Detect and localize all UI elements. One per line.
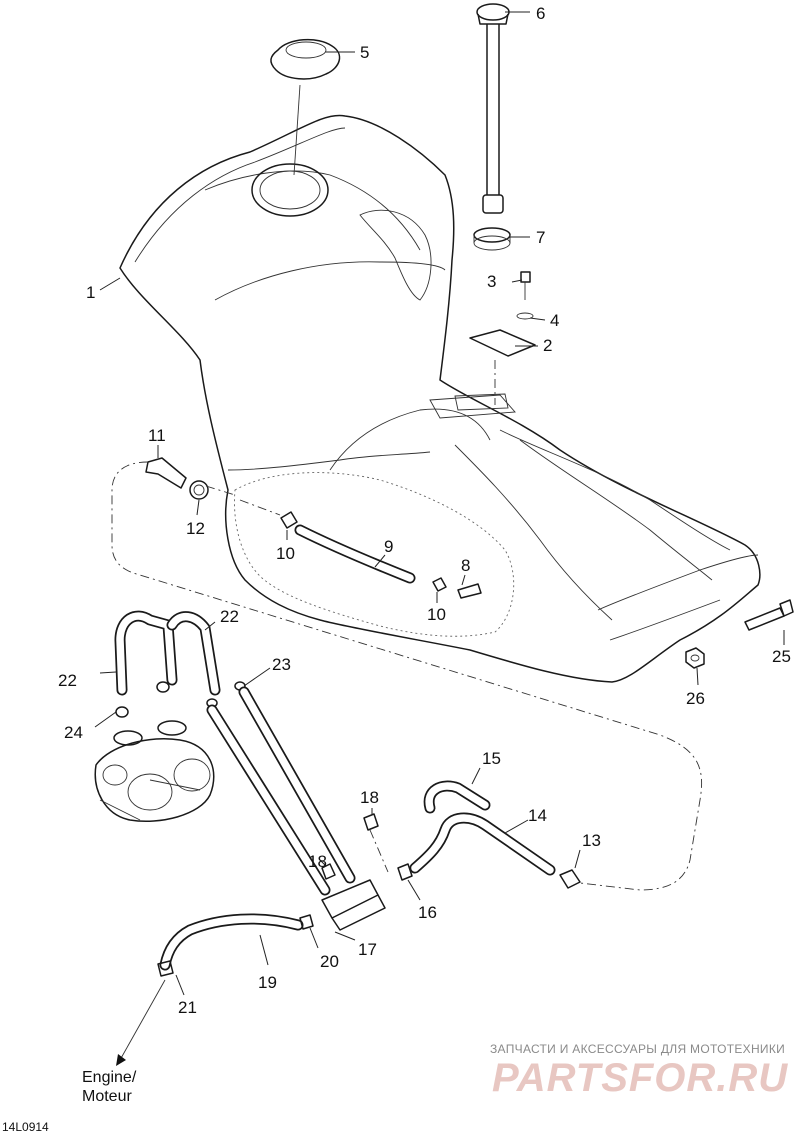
- callout-16: 16: [418, 903, 437, 922]
- callout-23: 23: [272, 655, 291, 674]
- callout-22b: 22: [58, 671, 77, 690]
- fuel-tank-seat-assembly: [119, 114, 761, 683]
- carburetor-assembly: [94, 610, 246, 822]
- assembly-dashed-outlines: [111, 461, 703, 891]
- callout-7: 7: [536, 228, 545, 247]
- watermark-brand-logo: PARTSFOR.RU: [492, 1056, 789, 1100]
- plate-bolt-washer: [469, 271, 536, 405]
- callout-1: 1: [86, 283, 95, 302]
- elbow-hose: [423, 780, 491, 814]
- callout-20: 20: [320, 952, 339, 971]
- callout-18a: 18: [360, 788, 379, 807]
- callout-6: 6: [536, 4, 545, 23]
- callout-8: 8: [461, 556, 470, 575]
- callout-13: 13: [582, 831, 601, 850]
- engine-label-line1: Engine/: [82, 1069, 137, 1086]
- callout-14: 14: [528, 806, 547, 825]
- reference-code: 14L0914: [2, 1120, 49, 1134]
- engine-label-line2: Moteur: [82, 1088, 132, 1105]
- fuel-lines: [206, 686, 356, 896]
- callout-24: 24: [64, 723, 83, 742]
- callout-26: 26: [686, 689, 705, 708]
- callout-10b: 10: [427, 605, 446, 624]
- main-fuel-hose: [397, 812, 581, 889]
- vent-hose-group: [145, 457, 482, 599]
- fuel-valve: [321, 813, 389, 931]
- fuel-tank-cap: [270, 38, 341, 176]
- sender-grommet: [473, 227, 511, 251]
- engine-label: Engine/ Moteur: [82, 1068, 136, 1106]
- callout-4: 4: [550, 311, 559, 330]
- watermark-tagline: ЗАПЧАСТИ И АКСЕССУАРЫ ДЛЯ МОТОТЕХНИКИ: [490, 1042, 786, 1056]
- callout-18b: 18: [308, 852, 327, 871]
- engine-feed-hose: [116, 913, 314, 1066]
- callout-11: 11: [148, 426, 166, 445]
- callout-15: 15: [482, 749, 501, 768]
- callout-2: 2: [543, 336, 552, 355]
- callout-5: 5: [360, 43, 369, 62]
- callout-10a: 10: [276, 544, 295, 563]
- callout-17: 17: [358, 940, 377, 959]
- callout-21: 21: [178, 998, 197, 1017]
- fuel-level-sender: [476, 3, 510, 214]
- callout-labels: 1 2 3 4 5 6 7 8 9 10 10 11 12 13 14 15 1…: [58, 4, 791, 1017]
- callout-19: 19: [258, 973, 277, 992]
- callout-22a: 22: [220, 607, 239, 626]
- callout-12: 12: [186, 519, 205, 538]
- callout-3: 3: [487, 272, 496, 291]
- callout-9: 9: [384, 537, 393, 556]
- callout-25: 25: [772, 647, 791, 666]
- tank-bolt-nut: [685, 599, 794, 669]
- leader-lines: [94, 11, 785, 996]
